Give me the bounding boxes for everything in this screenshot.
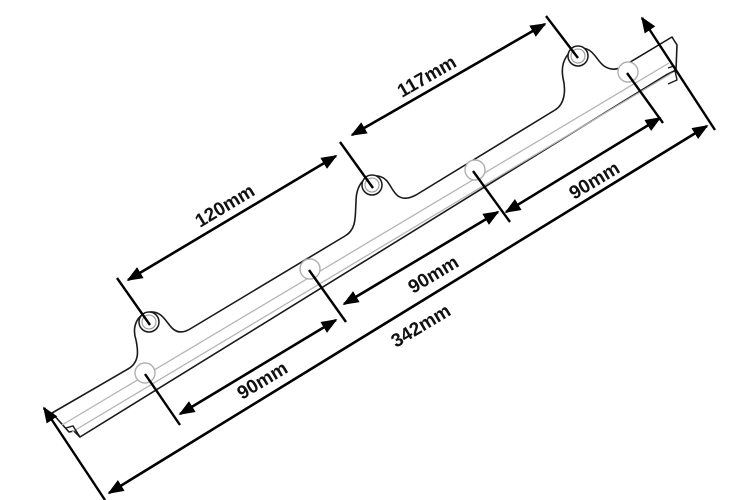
dim-tip-overall-right — [640, 16, 656, 34]
lower-hole-2 — [299, 258, 321, 280]
ext-line-120-right — [339, 141, 374, 189]
lower-hole-4 — [617, 61, 639, 83]
label-90mm-3: 90mm — [566, 158, 624, 204]
dim-line-342mm — [107, 124, 709, 495]
groove-line-lower — [71, 72, 673, 433]
ext-line-overall-right — [640, 17, 717, 131]
label-120mm: 120mm — [192, 181, 259, 233]
label-342mm: 342mm — [388, 301, 455, 353]
right-end-step — [667, 65, 678, 85]
dim-tip-overall-left — [42, 406, 58, 424]
dimension-lines — [42, 16, 709, 495]
ext-line-lower-4 — [626, 72, 664, 124]
ext-line-117-right — [545, 15, 579, 59]
label-90mm-2: 90mm — [405, 252, 463, 298]
dim-line-117mm — [350, 22, 547, 137]
lower-hole-1 — [134, 362, 156, 384]
left-end-step — [65, 425, 81, 438]
ext-line-120-left — [116, 277, 151, 326]
lower-hole-3 — [464, 159, 486, 181]
